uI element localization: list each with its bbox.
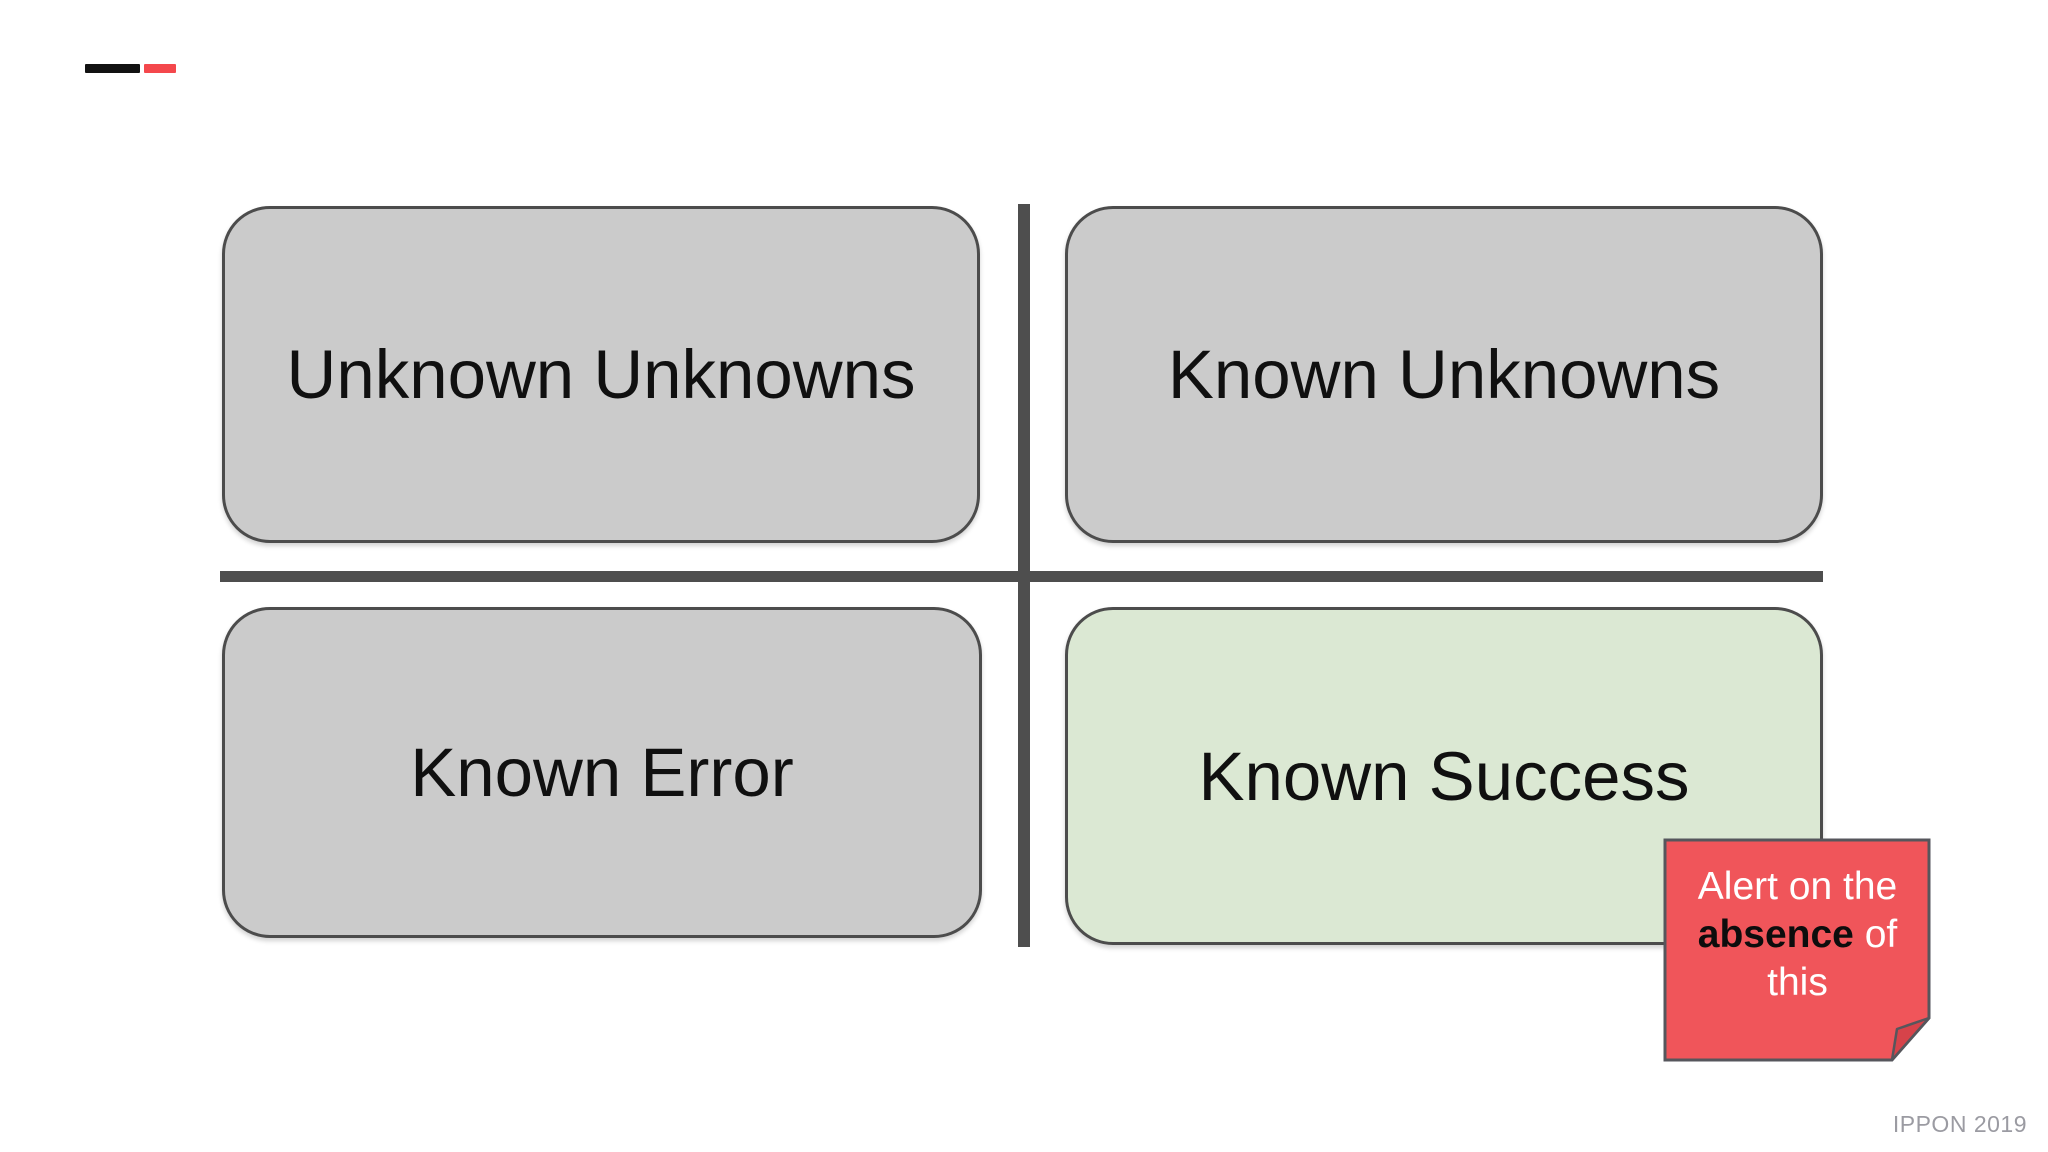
sticky-note-shape	[1663, 838, 1931, 1062]
note-line-1: Alert on the	[1697, 865, 1898, 908]
logo-black-dash-icon	[85, 64, 140, 73]
quadrant-label: Known Error	[410, 734, 794, 811]
quadrant-known-unknowns: Known Unknowns	[1065, 206, 1823, 543]
quadrant-known-error: Known Error	[222, 607, 982, 938]
quadrant-label: Unknown Unknowns	[286, 336, 916, 413]
sticky-note: Alert on the absence of this	[1663, 838, 1932, 1063]
logo-red-dash-icon	[144, 64, 176, 73]
note-line-2: absence of	[1697, 913, 1898, 956]
quadrant-unknown-unknowns: Unknown Unknowns	[222, 206, 980, 543]
vertical-axis-divider	[1018, 204, 1030, 947]
folded-corner-icon	[1890, 1016, 1931, 1062]
note-line-3: this	[1767, 961, 1828, 1004]
sticky-note-text: Alert on the absence of this	[1663, 838, 1932, 1007]
quadrant-label: Known Success	[1198, 737, 1690, 815]
quadrant-label: Known Unknowns	[1167, 336, 1721, 413]
footer-credit: IPPON 2019	[1892, 1111, 2027, 1137]
